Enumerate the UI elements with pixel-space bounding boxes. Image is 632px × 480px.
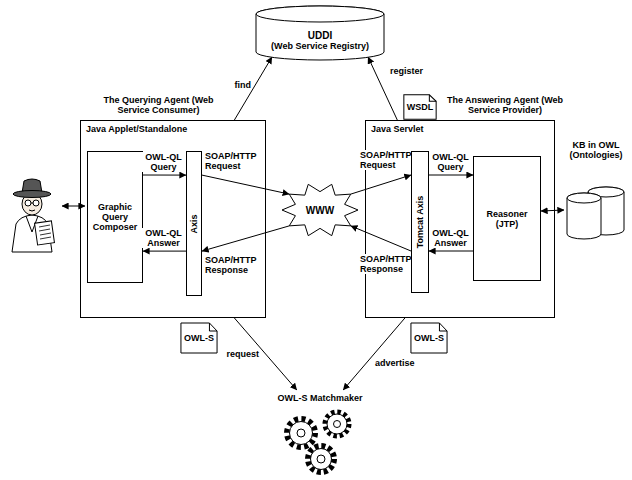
user-figure (12, 179, 54, 252)
edge-label: SOAP/HTTP Response (204, 255, 256, 275)
www-cloud: WWW (282, 183, 358, 237)
node-label: OWL-S (184, 333, 214, 343)
node-label: Reasoner (JTP) (476, 209, 538, 229)
reasoner-box: Reasoner (JTP) (473, 156, 541, 281)
registry-cylinder: UDDI(Web Service Registry) (255, 5, 385, 61)
edge-label: OWL-QL Answer (142, 228, 185, 248)
query-composer-box: Graphic Query Composer (87, 151, 143, 283)
matchmaker: OWL-S Matchmaker (262, 390, 378, 476)
connector-arrow (429, 251, 473, 252)
knowledge-base: KB in OWL (Ontologies) (564, 140, 628, 245)
edge-label: find (222, 80, 252, 90)
edge-label: SOAP/HTTP Request (359, 150, 409, 170)
node-label: Axis (189, 214, 199, 233)
edge-label: SOAP/HTTP Request (204, 151, 256, 171)
wsdl-document: WSDL (403, 94, 437, 120)
connector-arrow (202, 175, 289, 194)
node-label: UDDI (308, 30, 332, 41)
connector-arrow (343, 318, 405, 390)
node-label: WSDL (407, 102, 434, 112)
node-label: The Querying Agent (Web Service Consumer… (96, 95, 221, 115)
owls-document: OWL-S (180, 322, 218, 354)
axis-box: Axis (186, 151, 202, 296)
connector-arrow (202, 226, 289, 251)
querying-agent-box: The Querying Agent (Web Service Consumer… (80, 120, 266, 318)
node-label: The Answering Agent (Web Service Provide… (446, 95, 564, 115)
node-label: OWL-S Matchmaker (262, 393, 378, 403)
connector-arrow (541, 210, 564, 211)
node-heading: Java Servlet (371, 124, 424, 134)
connector-arrow (351, 226, 411, 251)
edge-label: advertise (374, 358, 420, 368)
connector-arrow (429, 175, 473, 176)
edge-label: OWL-QL Answer (429, 228, 472, 248)
node-label: OWL-S (414, 333, 444, 343)
edge-label: register (389, 66, 431, 76)
edge-label: request (222, 349, 260, 359)
owls-document: OWL-S (410, 322, 448, 354)
user-arrow (62, 206, 85, 207)
connector-arrow (143, 175, 186, 176)
connector-arrow (143, 251, 186, 252)
node-label: Graphic Query Composer (90, 202, 140, 232)
gear-symbol (287, 412, 349, 472)
tomcat-axis-box: Tomcat Axis (411, 151, 429, 293)
kb-outline (564, 184, 628, 242)
edge-label: OWL-QL Query (142, 152, 185, 172)
node-label: KB in OWL (Ontologies) (564, 140, 628, 160)
edge-label: SOAP/HTTP Response (359, 254, 409, 274)
edge-label: OWL-QL Query (429, 152, 472, 172)
node-label: WWW (306, 205, 334, 216)
node-heading: Java Applet/Standalone (86, 124, 187, 134)
node-label: Tomcat Axis (415, 196, 425, 249)
connector-arrow (351, 175, 411, 194)
node-heading: (Web Service Registry) (271, 41, 369, 51)
